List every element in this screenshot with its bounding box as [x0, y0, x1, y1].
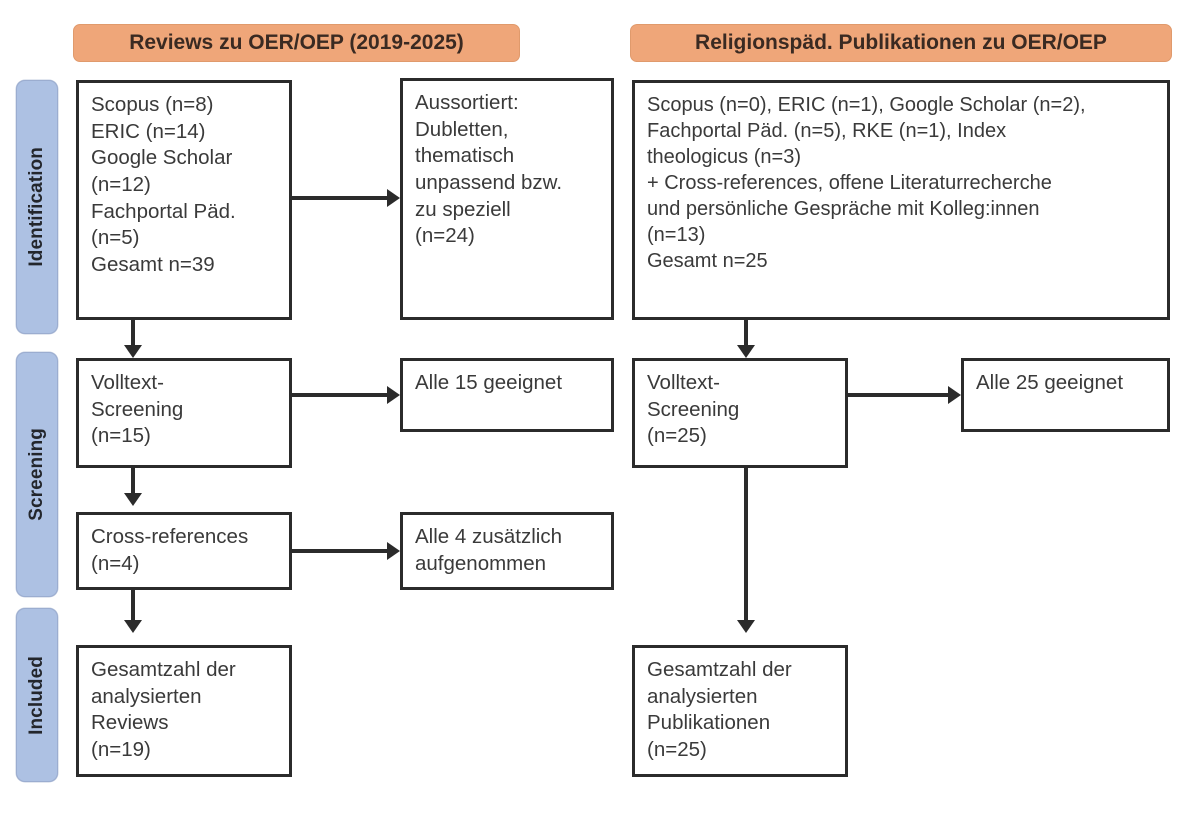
box-right-identification-sources-text: Scopus (n=0), ERIC (n=1), Google Scholar…: [647, 94, 1086, 272]
box-right-screening-result: Alle 25 geeignet: [961, 358, 1170, 432]
arrowhead-right-screening-to-included: [737, 620, 755, 633]
box-left-screening: Volltext- Screening (n=15): [76, 358, 292, 468]
box-left-crossrefs-text: Cross-references (n=4): [91, 525, 249, 575]
box-right-screening: Volltext- Screening (n=25): [632, 358, 848, 468]
connector-right-screening-to-result: [848, 393, 949, 397]
phase-label-included: Included: [26, 655, 47, 735]
phase-label-identification: Identification: [26, 147, 47, 267]
box-left-crossrefs: Cross-references (n=4): [76, 512, 292, 590]
connector-left-crossrefs-to-result: [292, 549, 388, 553]
box-left-excluded-text: Aussortiert: Dubletten, thematisch unpas…: [415, 91, 563, 248]
connector-left-screening-to-crossrefs: [131, 468, 135, 496]
arrowhead-left-screening-to-crossrefs: [124, 493, 142, 506]
banner-publikationen: Religionspäd. Publikationen zu OER/OEP: [630, 24, 1172, 62]
box-left-crossrefs-result: Alle 4 zusätzlich aufgenommen: [400, 512, 614, 590]
box-left-screening-result-text: Alle 15 geeignet: [415, 371, 563, 394]
phase-label-screening: Screening: [26, 428, 47, 521]
banner-publikationen-label: Religionspäd. Publikationen zu OER/OEP: [695, 31, 1107, 54]
connector-left-sources-to-screening: [131, 320, 135, 348]
box-left-crossrefs-result-text: Alle 4 zusätzlich aufgenommen: [415, 525, 562, 575]
box-left-identification-sources-text: Scopus (n=8) ERIC (n=14) Google Scholar …: [91, 93, 236, 276]
connector-right-screening-to-included: [744, 468, 748, 623]
connector-right-sources-to-screening: [744, 320, 748, 348]
box-right-included: Gesamtzahl der analysierten Publikatione…: [632, 645, 848, 777]
box-right-screening-result-text: Alle 25 geeignet: [976, 371, 1124, 394]
connector-left-screening-to-result: [292, 393, 388, 397]
arrowhead-left-crossrefs-to-result: [387, 542, 400, 560]
banner-reviews: Reviews zu OER/OEP (2019-2025): [73, 24, 520, 62]
box-left-screening-text: Volltext- Screening (n=15): [91, 371, 184, 448]
box-right-screening-text: Volltext- Screening (n=25): [647, 371, 740, 448]
box-right-included-text: Gesamtzahl der analysierten Publikatione…: [647, 658, 792, 761]
connector-left-sources-to-excluded: [292, 196, 388, 200]
connector-left-crossrefs-to-included: [131, 590, 135, 622]
box-left-screening-result: Alle 15 geeignet: [400, 358, 614, 432]
arrowhead-left-crossrefs-to-included: [124, 620, 142, 633]
box-left-included-text: Gesamtzahl der analysierten Reviews (n=1…: [91, 658, 236, 761]
arrowhead-left-sources-to-excluded: [387, 189, 400, 207]
phase-bar-included: Included: [16, 608, 58, 782]
phase-bar-screening: Screening: [16, 352, 58, 597]
arrowhead-right-sources-to-screening: [737, 345, 755, 358]
box-left-identification-sources: Scopus (n=8) ERIC (n=14) Google Scholar …: [76, 80, 292, 320]
arrowhead-right-screening-to-result: [948, 386, 961, 404]
phase-bar-identification: Identification: [16, 80, 58, 334]
banner-reviews-label: Reviews zu OER/OEP (2019-2025): [129, 31, 464, 54]
box-left-excluded: Aussortiert: Dubletten, thematisch unpas…: [400, 78, 614, 320]
arrowhead-left-screening-to-result: [387, 386, 400, 404]
box-right-identification-sources: Scopus (n=0), ERIC (n=1), Google Scholar…: [632, 80, 1170, 320]
arrowhead-left-sources-to-screening: [124, 345, 142, 358]
box-left-included: Gesamtzahl der analysierten Reviews (n=1…: [76, 645, 292, 777]
